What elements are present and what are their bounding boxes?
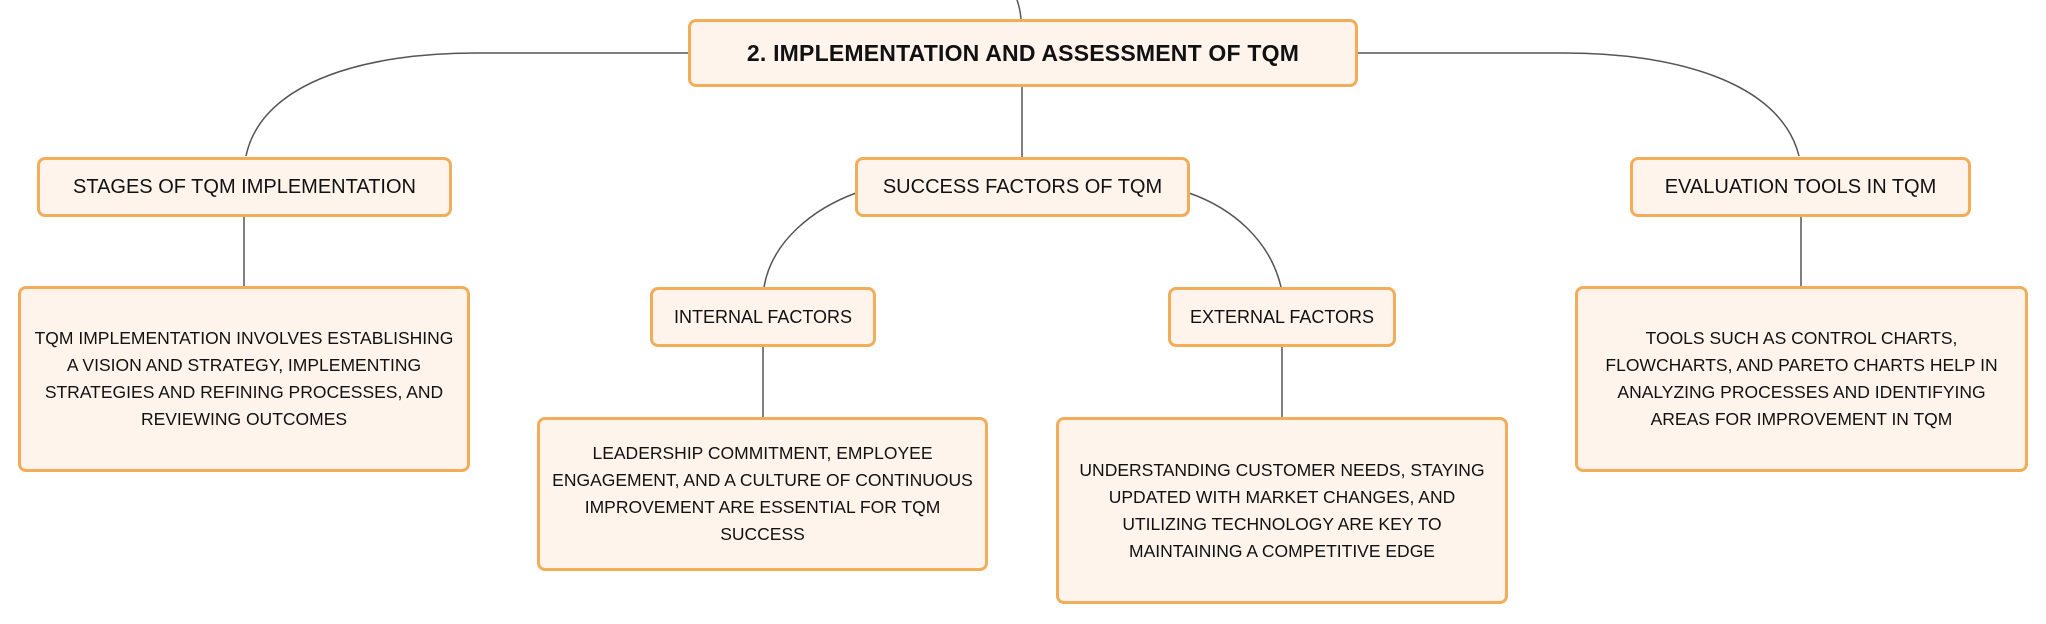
branch-node-success[interactable]: SUCCESS FACTORS OF TQM <box>855 157 1190 217</box>
detail-node-stages-text: TQM IMPLEMENTATION INVOLVES ESTABLISHING… <box>34 328 454 429</box>
sub-node-internal[interactable]: INTERNAL FACTORS <box>650 287 876 347</box>
branch-node-stages-label: STAGES OF TQM IMPLEMENTATION <box>73 175 416 198</box>
connector-success-to-internal <box>763 192 857 288</box>
root-node-label: 2. IMPLEMENTATION AND ASSESSMENT OF TQM <box>746 39 1300 66</box>
branch-node-stages[interactable]: STAGES OF TQM IMPLEMENTATION <box>37 157 452 217</box>
detail-node-internal-text: LEADERSHIP COMMITMENT, EMPLOYEE ENGAGEME… <box>552 443 973 544</box>
connector-root-to-stages <box>245 52 689 157</box>
detail-node-internal[interactable]: LEADERSHIP COMMITMENT, EMPLOYEE ENGAGEME… <box>537 417 988 571</box>
sub-node-external[interactable]: EXTERNAL FACTORS <box>1168 287 1396 347</box>
sub-node-external-label: EXTERNAL FACTORS <box>1189 306 1375 327</box>
detail-node-external[interactable]: UNDERSTANDING CUSTOMER NEEDS, STAYING UP… <box>1056 417 1508 604</box>
root-node[interactable]: 2. IMPLEMENTATION AND ASSESSMENT OF TQM <box>688 19 1358 87</box>
branch-node-evaluation[interactable]: EVALUATION TOOLS IN TQM <box>1630 157 1971 217</box>
connector-root-to-evaluation <box>1357 52 1800 157</box>
detail-node-stages[interactable]: TQM IMPLEMENTATION INVOLVES ESTABLISHING… <box>18 286 470 472</box>
connector-success-to-external <box>1188 192 1282 288</box>
sub-node-internal-label: INTERNAL FACTORS <box>673 306 853 327</box>
detail-node-external-text: UNDERSTANDING CUSTOMER NEEDS, STAYING UP… <box>1079 459 1485 561</box>
detail-node-evaluation-text: TOOLS SUCH AS CONTROL CHARTS, FLOWCHARTS… <box>1605 328 1998 429</box>
branch-node-evaluation-label: EVALUATION TOOLS IN TQM <box>1664 175 1937 198</box>
branch-node-success-label: SUCCESS FACTORS OF TQM <box>882 175 1163 198</box>
detail-node-evaluation[interactable]: TOOLS SUCH AS CONTROL CHARTS, FLOWCHARTS… <box>1575 286 2028 472</box>
connector-incoming-root <box>1016 0 1022 20</box>
